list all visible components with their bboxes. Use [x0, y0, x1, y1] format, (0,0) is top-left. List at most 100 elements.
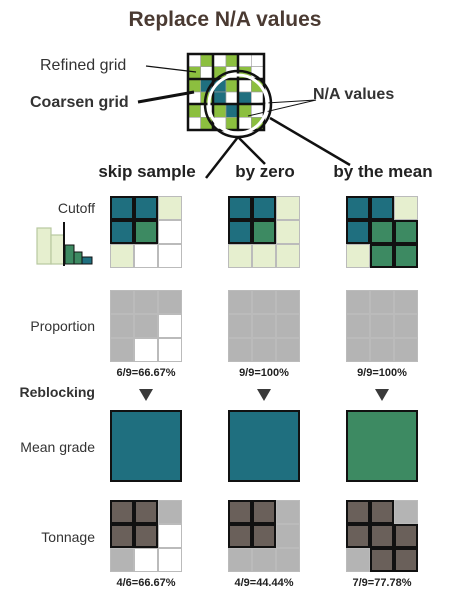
- mean-grade-skip: [110, 410, 182, 482]
- grid-cell: [394, 244, 418, 268]
- row-label-mean-grade: Mean grade: [20, 439, 95, 455]
- tonnage-grid-mean: [346, 500, 418, 572]
- coarsen-pointer: [137, 90, 195, 104]
- tonnage-value-skip: 4/6=66.67%: [116, 577, 176, 589]
- grid-cell: [252, 196, 276, 220]
- tonnage-grid-skip: [110, 500, 182, 572]
- reblock-arrow-mean: [375, 389, 389, 401]
- grid-cell: [276, 524, 300, 548]
- grid-cell: [134, 290, 158, 314]
- grid-cell: [370, 220, 394, 244]
- grid-cell: [228, 524, 252, 548]
- grid-cell: [158, 220, 182, 244]
- grid-cell: [134, 338, 158, 362]
- grid-cell: [276, 548, 300, 572]
- grid-cell: [276, 196, 300, 220]
- grid-cell: [228, 500, 252, 524]
- grid-cell: [158, 314, 182, 338]
- grid-cell: [252, 220, 276, 244]
- grid-cell: [370, 548, 394, 572]
- grid-cell: [370, 338, 394, 362]
- mean-grade-zero: [228, 410, 300, 482]
- cutoff-grid-zero: [228, 196, 300, 268]
- cutoff-histogram-icon: [36, 222, 93, 266]
- refined-cell: [187, 66, 201, 80]
- grid-cell: [228, 548, 252, 572]
- grid-cell: [110, 548, 134, 572]
- refined-cell: [200, 53, 214, 67]
- grid-cell: [110, 244, 134, 268]
- proportion-grid-skip: [110, 290, 182, 362]
- grid-cell: [346, 220, 370, 244]
- tonnage-value-zero: 4/9=44.44%: [234, 577, 294, 589]
- grid-cell: [346, 290, 370, 314]
- refined-grid-label: Refined grid: [40, 57, 127, 74]
- grid-cell: [158, 500, 182, 524]
- grid-cell: [134, 244, 158, 268]
- tonnage-grid-zero: [228, 500, 300, 572]
- grid-cell: [394, 500, 418, 524]
- grid-cell: [394, 524, 418, 548]
- coarsen-grid-label: Coarsen grid: [30, 94, 129, 111]
- grid-cell: [110, 524, 134, 548]
- grid-cell: [110, 314, 134, 338]
- na-pointer-2: [247, 99, 317, 117]
- magnifier-handle-right: [269, 116, 351, 167]
- grid-cell: [370, 314, 394, 338]
- grid-cell: [346, 196, 370, 220]
- grid-cell: [252, 548, 276, 572]
- refined-cell: [238, 79, 252, 93]
- refined-grid: [187, 53, 265, 131]
- grid-cell: [110, 338, 134, 362]
- grid-cell: [394, 314, 418, 338]
- grid-cell: [228, 338, 252, 362]
- proportion-grid-mean: [346, 290, 418, 362]
- magnifier-handle-mid: [237, 136, 266, 165]
- grid-cell: [158, 196, 182, 220]
- grid-cell: [346, 314, 370, 338]
- grid-cell: [134, 524, 158, 548]
- grid-cell: [370, 244, 394, 268]
- grid-cell: [346, 548, 370, 572]
- grid-cell: [394, 196, 418, 220]
- grid-cell: [110, 220, 134, 244]
- grid-cell: [370, 196, 394, 220]
- grid-cell: [276, 314, 300, 338]
- na-values-label: N/A values: [313, 86, 395, 103]
- grid-cell: [276, 290, 300, 314]
- row-label-tonnage: Tonnage: [41, 529, 95, 545]
- grid-cell: [370, 524, 394, 548]
- grid-cell: [346, 500, 370, 524]
- row-label-reblocking: Reblocking: [19, 384, 95, 400]
- proportion-value-zero: 9/9=100%: [239, 367, 289, 379]
- grid-cell: [158, 244, 182, 268]
- refined-cell: [213, 53, 227, 67]
- grid-cell: [394, 290, 418, 314]
- grid-cell: [134, 500, 158, 524]
- proportion-grid-zero: [228, 290, 300, 362]
- grid-cell: [134, 314, 158, 338]
- grid-cell: [158, 524, 182, 548]
- grid-cell: [370, 500, 394, 524]
- grid-cell: [252, 290, 276, 314]
- grid-cell: [394, 220, 418, 244]
- grid-cell: [252, 244, 276, 268]
- refined-cell: [187, 53, 201, 67]
- reblock-arrow-zero: [257, 389, 271, 401]
- grid-cell: [134, 548, 158, 572]
- refined-cell: [187, 117, 201, 131]
- grid-cell: [110, 290, 134, 314]
- grid-cell: [228, 314, 252, 338]
- refined-cell: [187, 79, 201, 93]
- magnifier-handle-left: [205, 136, 239, 179]
- grid-cell: [158, 548, 182, 572]
- grid-cell: [276, 220, 300, 244]
- mean-grade-mean: [346, 410, 418, 482]
- cutoff-grid-skip: [110, 196, 182, 268]
- grid-cell: [276, 338, 300, 362]
- grid-cell: [134, 196, 158, 220]
- proportion-value-skip: 6/9=66.67%: [116, 367, 176, 379]
- refined-cell: [187, 104, 201, 118]
- refined-cell: [213, 104, 227, 118]
- method-skip-sample: skip sample: [98, 162, 196, 181]
